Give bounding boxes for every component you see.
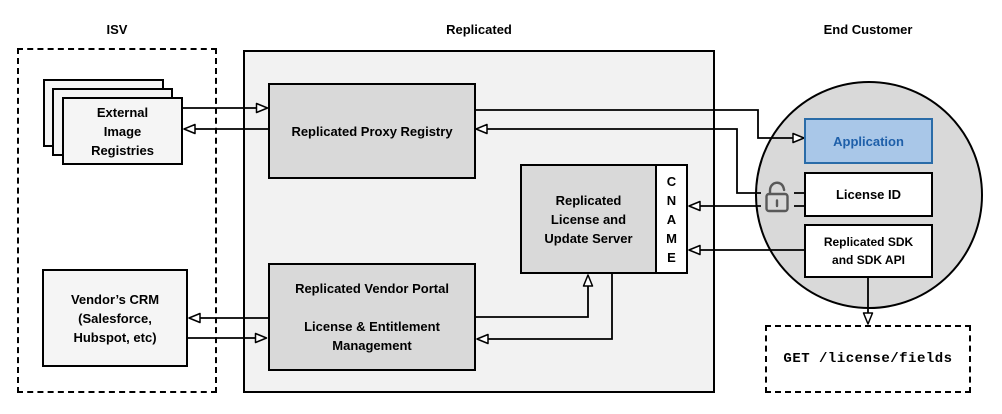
isv-dashed-container (17, 48, 217, 393)
node-replicated-sdk: Replicated SDK and SDK API (804, 224, 933, 278)
section-label-replicated: Replicated (446, 22, 512, 37)
node-get-license-fields: GET /license/fields (765, 325, 971, 393)
node-external-image-registries: External Image Registries (62, 97, 183, 165)
section-label-isv: ISV (106, 22, 128, 37)
arrowhead-icon (862, 312, 874, 325)
section-label-end-customer: End Customer (823, 22, 913, 37)
cname-label: CNAME (666, 173, 677, 265)
node-replicated-license-update-server: Replicated License and Update Server (520, 164, 657, 274)
node-vendors-crm: Vendor’s CRM (Salesforce, Hubspot, etc) (42, 269, 188, 367)
node-replicated-proxy-registry: Replicated Proxy Registry (268, 83, 476, 179)
node-license-id: License ID (804, 172, 933, 217)
node-cname: CNAME (655, 164, 688, 274)
node-replicated-vendor-portal: Replicated Vendor Portal License & Entit… (268, 263, 476, 371)
node-application: Application (804, 118, 933, 164)
